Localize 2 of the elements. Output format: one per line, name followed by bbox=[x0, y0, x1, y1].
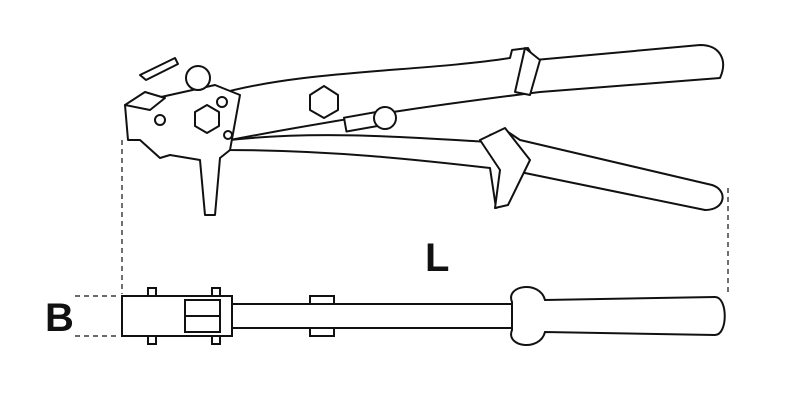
dimension-label: B bbox=[45, 298, 74, 338]
dimension-label: L bbox=[425, 238, 450, 278]
